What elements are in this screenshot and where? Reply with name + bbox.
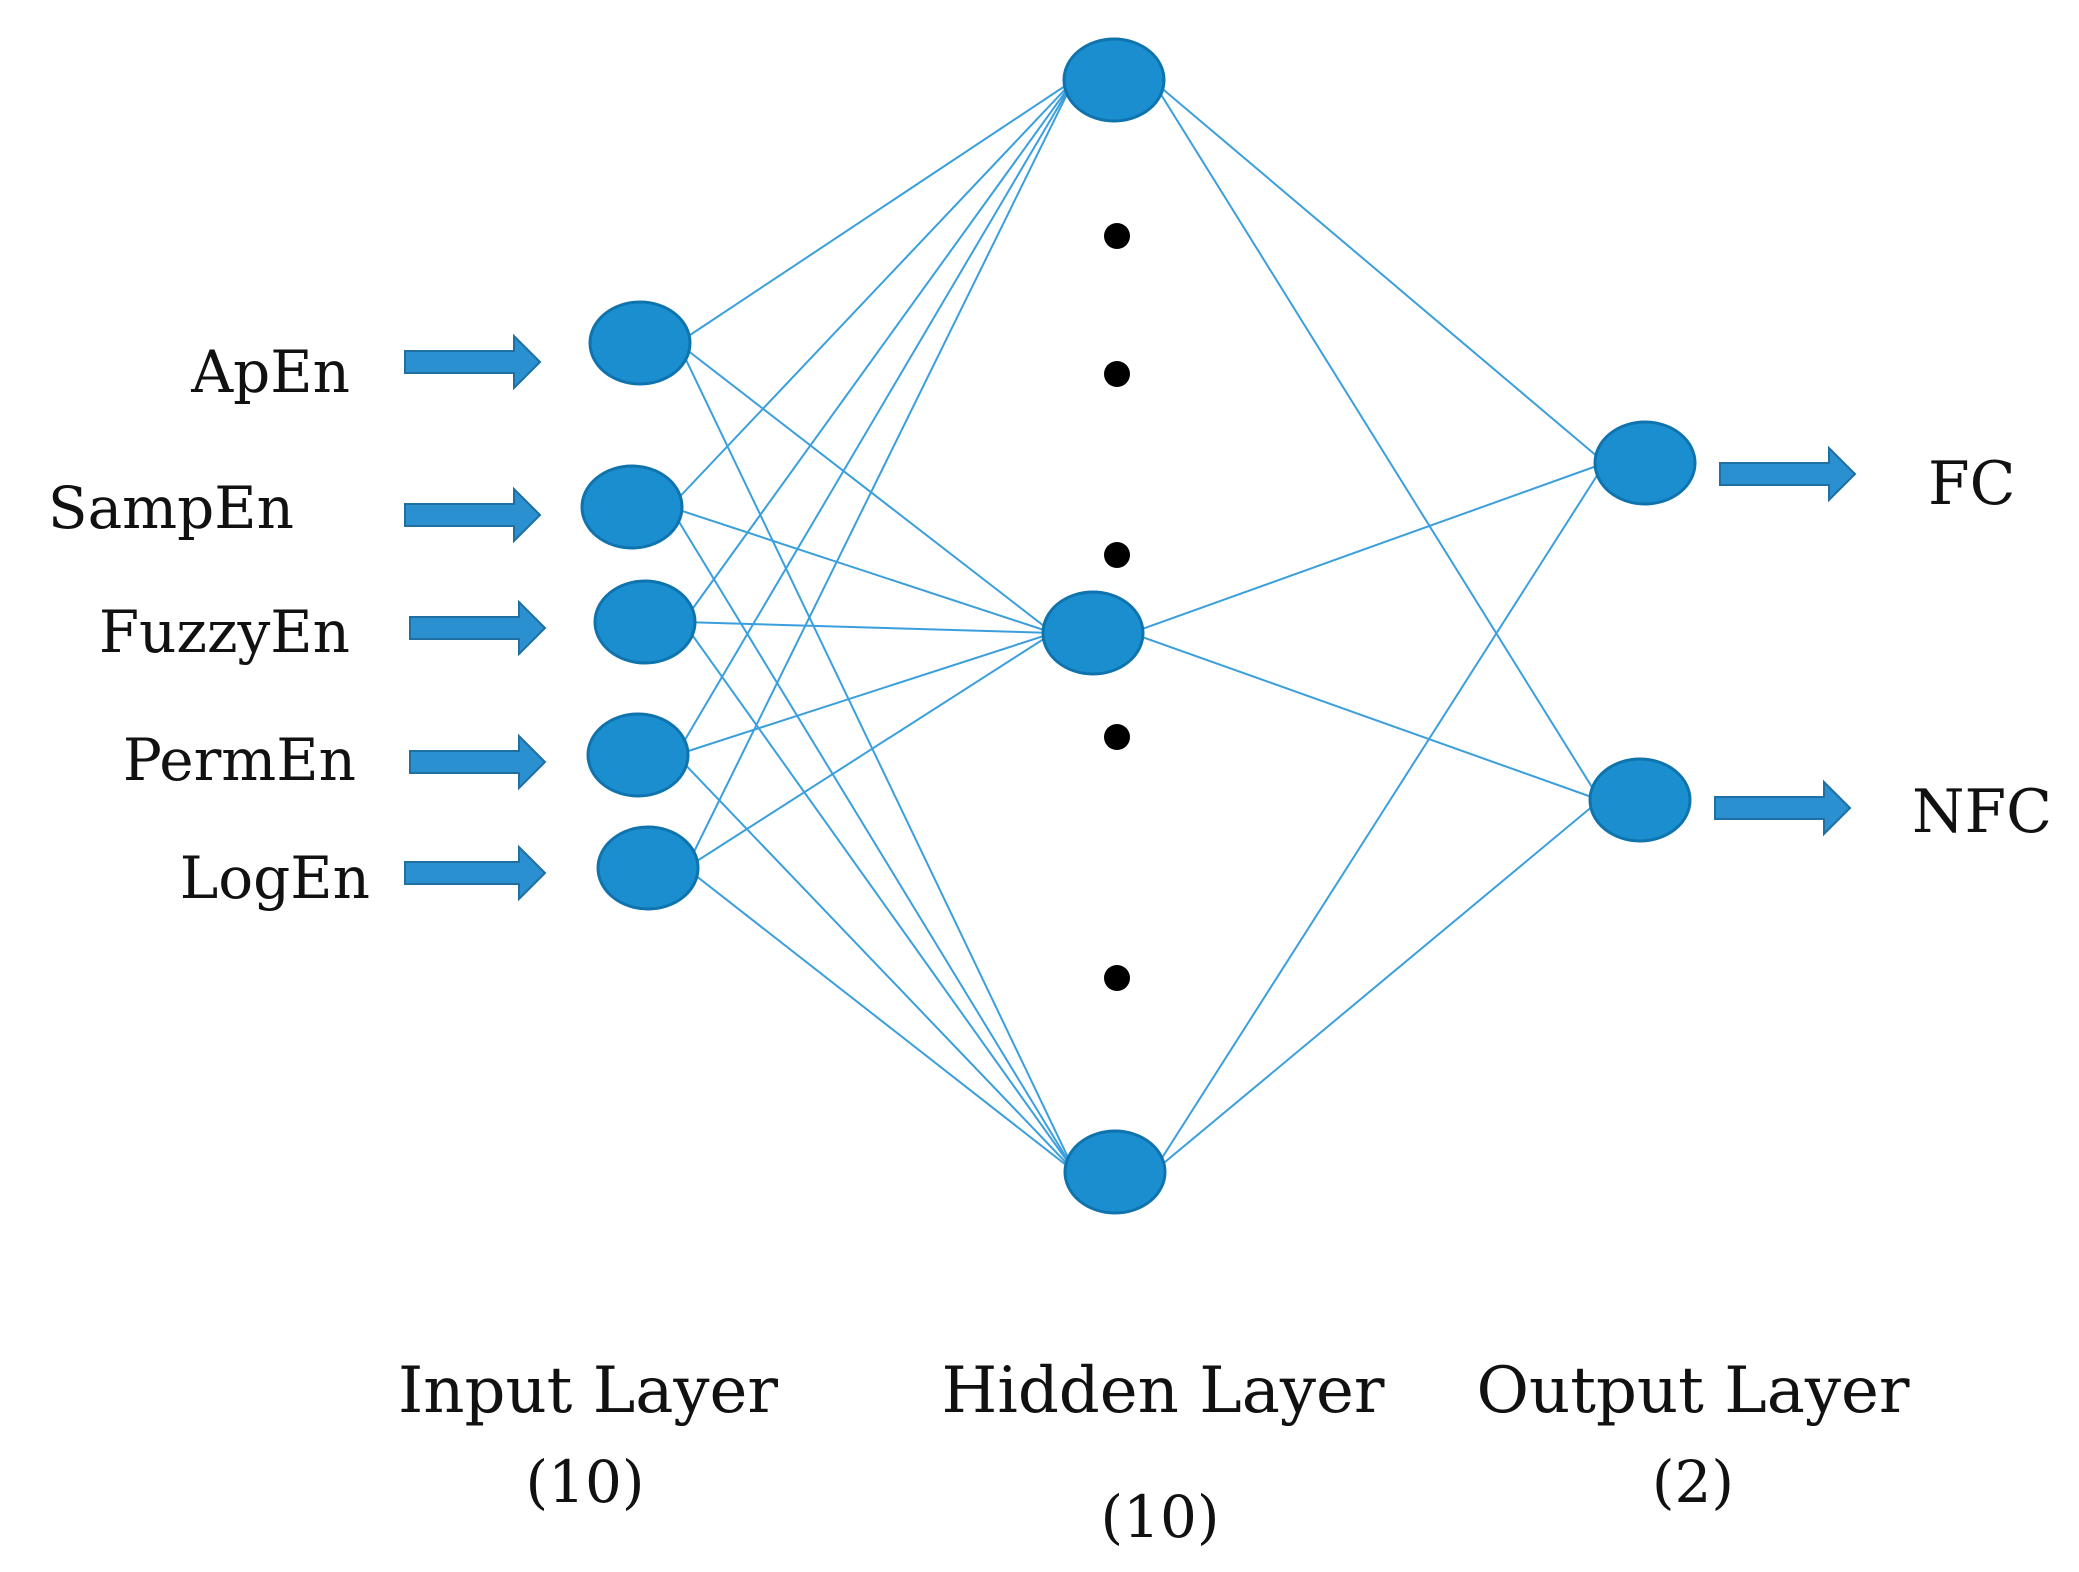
ellipsis-dot-icon-3	[1104, 542, 1130, 568]
output-label-nfc: NFC	[1912, 777, 2052, 847]
connection-input3-hidden3	[682, 621, 1076, 1173]
hidden-node-icon-3	[1063, 1129, 1167, 1215]
output-layer-count: (2)	[1652, 1448, 1734, 1516]
connection-input5-hidden2	[685, 632, 1054, 869]
arrows	[404, 333, 1857, 902]
output-label-fc: FC	[1928, 449, 2016, 519]
input-arrow-icon-5	[404, 844, 547, 902]
hidden-layer-count: (10)	[1100, 1483, 1219, 1551]
output-node-icon-2	[1588, 757, 1692, 843]
connection-input4-hidden2	[675, 632, 1054, 756]
connection-input3-hidden1	[682, 79, 1075, 623]
output-arrow-icon-2	[1714, 779, 1852, 837]
output-layer-title: Output Layer	[1477, 1354, 1910, 1428]
input-arrow-icon-2	[404, 486, 542, 544]
ellipsis-dot-icon-4	[1104, 724, 1130, 750]
output-arrow-icon-1	[1719, 445, 1857, 503]
connection-lines	[669, 79, 1606, 1173]
input-arrow-icon-1	[404, 333, 542, 391]
input-label-permen: PermEn	[123, 726, 356, 794]
hidden-layer-title: Hidden Layer	[942, 1354, 1385, 1428]
connection-input1-hidden2	[677, 342, 1054, 634]
input-layer-title: Input Layer	[398, 1354, 778, 1428]
input-node-icon-3	[593, 579, 697, 665]
input-node-icon-5	[596, 825, 700, 911]
connection-input5-hidden1	[685, 79, 1075, 869]
input-node-icon-1	[588, 300, 692, 386]
connection-input2-hidden2	[669, 506, 1054, 634]
hidden-layer-ellipsis	[1104, 223, 1130, 991]
input-node-icon-4	[586, 712, 690, 798]
input-arrow-icon-4	[409, 733, 547, 791]
connection-input4-hidden1	[675, 79, 1075, 756]
ellipsis-dot-icon-1	[1104, 223, 1130, 249]
connection-input1-hidden1	[677, 79, 1075, 344]
hidden-node-icon-2	[1041, 590, 1145, 676]
nodes	[580, 37, 1697, 1215]
input-label-fuzzyen: FuzzyEn	[99, 598, 350, 666]
input-layer-count: (10)	[525, 1448, 644, 1516]
connection-input3-hidden2	[682, 621, 1054, 634]
connection-hidden2-output1	[1130, 462, 1606, 634]
connection-input4-hidden3	[675, 754, 1076, 1173]
input-label-apen: ApEn	[190, 338, 350, 406]
connection-input5-hidden3	[685, 867, 1076, 1173]
connection-hidden2-output2	[1130, 632, 1601, 801]
ellipsis-dot-icon-5	[1104, 965, 1130, 991]
input-node-icon-2	[580, 464, 684, 550]
connection-hidden3-output1	[1152, 462, 1606, 1173]
connection-input1-hidden3	[677, 342, 1076, 1173]
connection-input2-hidden1	[669, 79, 1075, 508]
connection-hidden1-output2	[1151, 79, 1601, 801]
input-arrow-icon-3	[409, 599, 547, 657]
hidden-node-icon-1	[1062, 37, 1166, 123]
input-label-logen: LogEn	[180, 844, 370, 912]
ellipsis-dot-icon-2	[1104, 361, 1130, 387]
input-label-sampen: SampEn	[48, 474, 294, 542]
connection-input2-hidden3	[669, 506, 1076, 1173]
connection-hidden1-output1	[1151, 79, 1606, 464]
output-node-icon-1	[1593, 420, 1697, 506]
connection-hidden3-output2	[1152, 799, 1601, 1173]
